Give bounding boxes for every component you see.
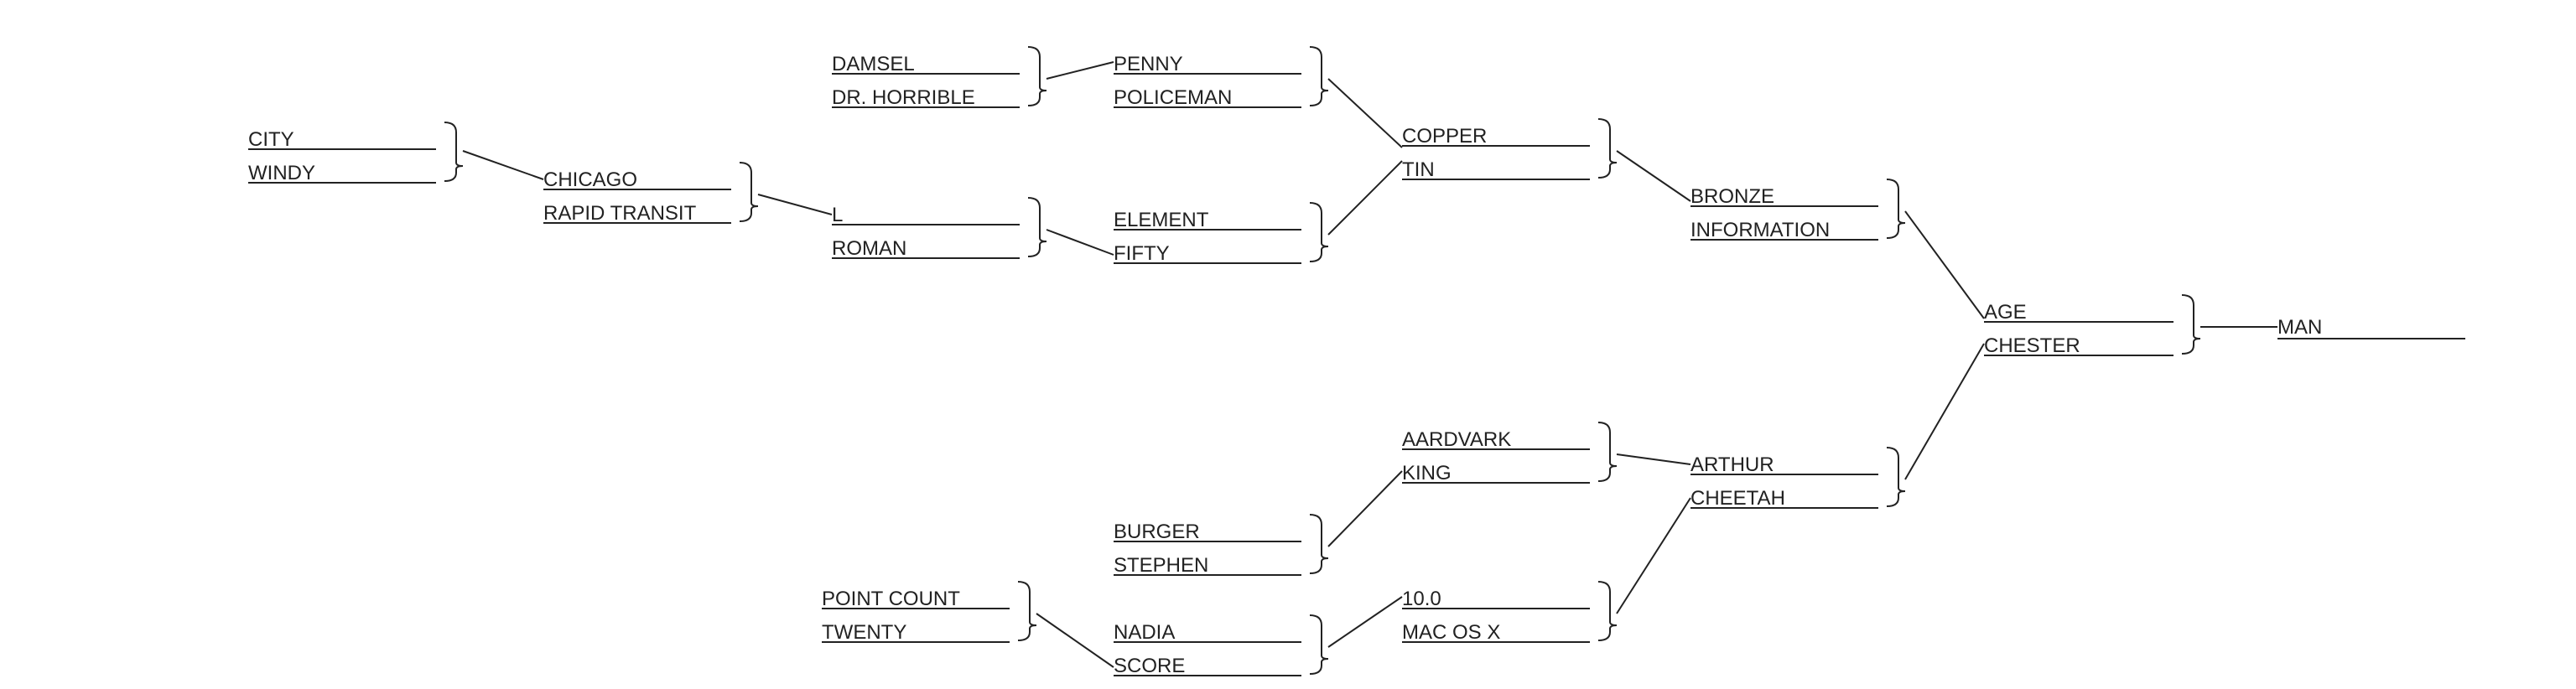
entry-score: SCORE [1114,654,1186,677]
conn-city-windy-to-chicago [462,150,544,180]
brace-point-count-twenty [1017,581,1037,641]
conn-bronze-to-age [1904,210,1985,319]
conn-arthur-to-chester [1904,343,1985,480]
conn-copper-to-bronze [1616,150,1691,202]
entry-mac-os-x: MAC OS X [1402,620,1501,644]
entry-man: MAN [2277,315,2323,339]
entry-element: ELEMENT [1114,208,1209,231]
entry-roman: ROMAN [832,236,907,260]
conn-point-count-to-score [1036,613,1114,668]
brace-aardvark-king [1597,422,1618,482]
conn-chicago-to-l [757,194,833,215]
entry-cheetah: CHEETAH [1690,486,1785,510]
entry-nadia: NADIA [1114,620,1176,644]
entry-penny: PENNY [1114,52,1183,75]
entry-age: AGE [1984,300,2027,324]
brace-element-fifty [1309,202,1329,262]
conn-penny-to-copper [1327,78,1403,148]
entry-burger: BURGER [1114,520,1200,543]
entry-twenty: TWENTY [822,620,907,644]
entry-aardvark: AARDVARK [1402,427,1512,451]
entry-l: L [832,203,844,226]
brace-damsel-dr-horrible [1027,46,1047,106]
entry-stephen: STEPHEN [1114,553,1209,577]
brace-bronze-information [1886,179,1906,239]
brace-chicago-rapid-transit [739,162,759,222]
brace-age-chester [2181,294,2201,355]
brace-copper-tin [1597,118,1618,179]
entry-tin: TIN [1402,158,1435,181]
brace-burger-stephen [1309,514,1329,574]
entry-policeman: POLICEMAN [1114,85,1233,109]
brace-ten-mac-os-x [1597,581,1618,641]
brace-l-roman [1027,197,1047,257]
entry-chester: CHESTER [1984,334,2080,357]
conn-aardvark-to-arthur [1616,453,1691,465]
conn-l-roman-to-fifty [1046,229,1114,256]
entry-information: INFORMATION [1690,218,1831,241]
entry-ten-point-zero: 10.0 [1402,587,1441,610]
conn-nadia-to-ten [1327,596,1403,648]
brace-city-windy [444,122,464,182]
entry-arthur: ARTHUR [1690,453,1774,476]
entry-damsel: DAMSEL [832,52,915,75]
conn-damsel-to-penny [1046,61,1114,80]
entry-copper: COPPER [1402,124,1488,148]
brace-arthur-cheetah [1886,447,1906,507]
entry-king: KING [1402,461,1452,484]
brace-penny-policeman [1309,46,1329,106]
entry-point-count: POINT COUNT [822,587,960,610]
brace-nadia-score [1309,614,1329,675]
entry-bronze: BRONZE [1690,184,1775,208]
entry-chicago: CHICAGO [543,168,638,191]
entry-city: CITY [248,127,294,151]
conn-burger-to-king [1327,470,1403,547]
entry-fifty: FIFTY [1114,241,1170,265]
entry-rapid-transit: RAPID TRANSIT [543,201,697,225]
conn-element-to-tin [1327,160,1403,236]
entry-dr-horrible: DR. HORRIBLE [832,85,975,109]
conn-mac-to-cheetah [1616,497,1691,614]
entry-windy: WINDY [248,161,315,184]
